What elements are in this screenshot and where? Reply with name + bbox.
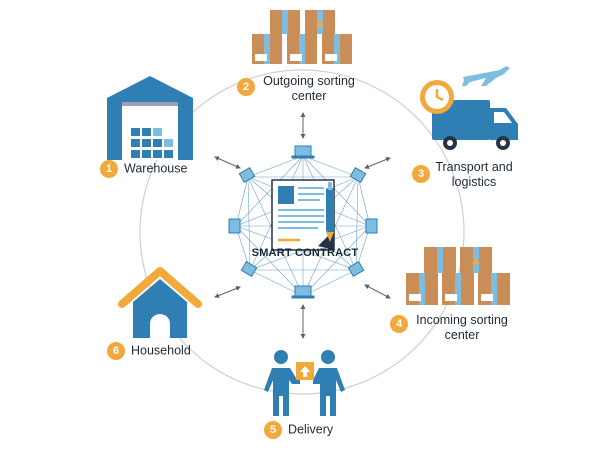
smart-contract-label: SMART CONTRACT xyxy=(251,247,359,259)
step-number-badge: 2 xyxy=(237,78,255,96)
step-5-label: 5 Delivery xyxy=(264,421,333,439)
step-3-text-line2: logistics xyxy=(451,175,497,189)
step-number-badge: 4 xyxy=(390,315,408,333)
step-1-text: Warehouse xyxy=(124,161,188,176)
pen-icon xyxy=(326,182,334,242)
boxes-icon xyxy=(406,247,510,305)
step-6-text: Household xyxy=(131,343,191,358)
step-number-badge: 3 xyxy=(412,165,430,183)
laptop-icon xyxy=(291,145,315,159)
step-2-text-line2: center xyxy=(291,89,327,103)
warehouse-icon xyxy=(107,76,193,160)
laptop-icon xyxy=(347,260,365,278)
laptop-icon xyxy=(240,260,258,278)
step-number-badge: 1 xyxy=(100,160,118,178)
step-number-badge: 5 xyxy=(264,421,282,439)
clock-icon xyxy=(420,80,454,114)
boxes-icon xyxy=(252,10,352,64)
step-4-text-line1: Incoming sorting xyxy=(416,313,508,327)
plane-icon xyxy=(462,66,510,86)
contract-document-icon xyxy=(271,179,335,251)
laptop-icon xyxy=(228,218,241,234)
process-cycle-ring xyxy=(139,69,465,395)
step-2-text-line1: Outgoing sorting xyxy=(263,74,355,88)
house-icon xyxy=(118,267,202,338)
step-1-label: 1 Warehouse xyxy=(100,160,187,178)
step-3-text-line1: Transport and xyxy=(435,160,513,174)
laptop-icon xyxy=(238,166,256,184)
laptop-icon xyxy=(349,166,367,184)
step-6-label: 6 Household xyxy=(107,342,191,360)
step-5-text: Delivery xyxy=(288,422,334,437)
laptop-icon xyxy=(291,285,315,299)
laptop-icon xyxy=(365,218,378,234)
step-number-badge: 6 xyxy=(107,342,125,360)
people-exchange-icon xyxy=(264,350,345,416)
step-4-text-line2: center xyxy=(444,328,480,342)
connection-arrows xyxy=(214,112,391,339)
